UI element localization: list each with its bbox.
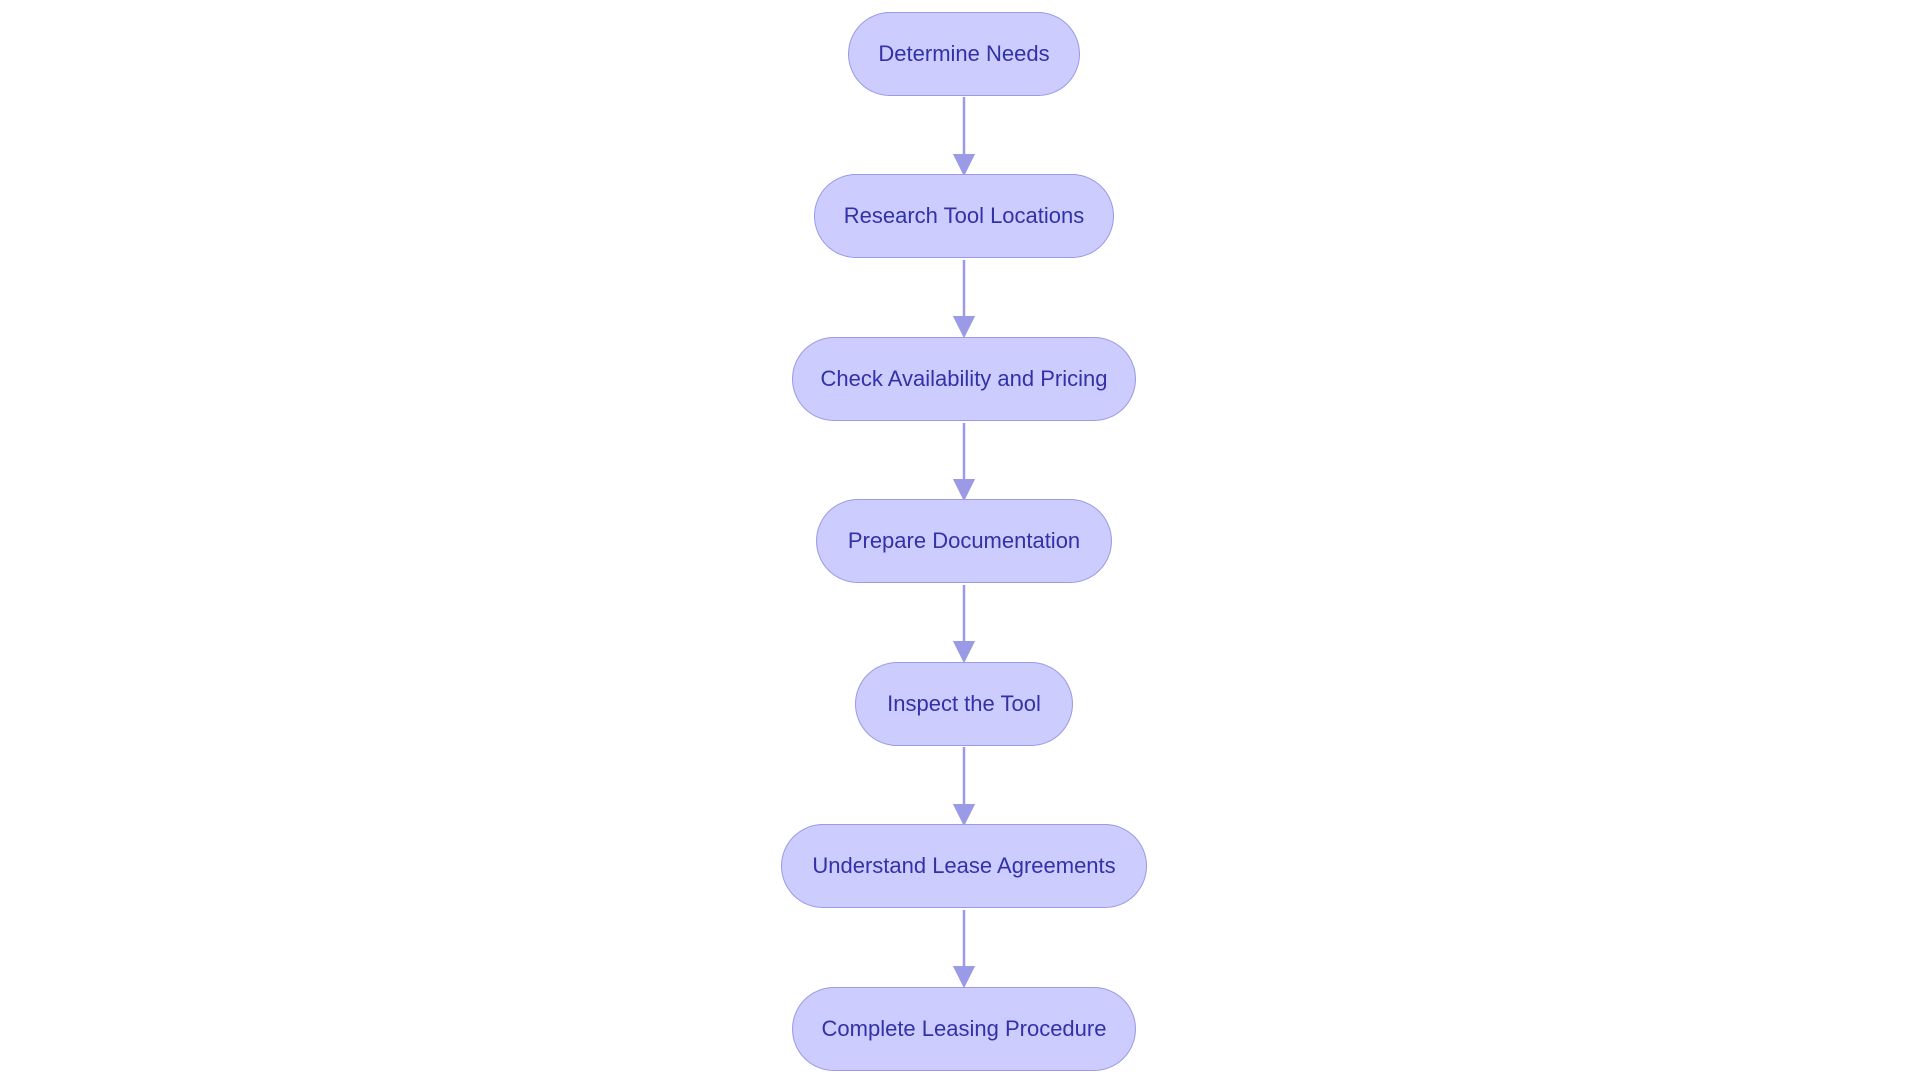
step-label: Prepare Documentation	[847, 528, 1081, 553]
step-research-tool-locations[interactable]: Research Tool Locations	[814, 174, 1114, 258]
step-label: Research Tool Locations	[843, 203, 1085, 228]
step-label: Check Availability and Pricing	[820, 366, 1108, 391]
step-label: Inspect the Tool	[887, 691, 1041, 716]
step-inspect-the-tool[interactable]: Inspect the Tool	[855, 662, 1073, 746]
step-label: Understand Lease Agreements	[812, 853, 1116, 878]
step-determine-needs[interactable]: Determine Needs	[848, 12, 1080, 96]
step-label: Complete Leasing Procedure	[821, 1016, 1107, 1041]
step-label: Determine Needs	[878, 41, 1050, 66]
step-understand-lease-agreements[interactable]: Understand Lease Agreements	[781, 824, 1147, 908]
step-complete-leasing-procedure[interactable]: Complete Leasing Procedure	[792, 987, 1136, 1071]
step-prepare-documentation[interactable]: Prepare Documentation	[816, 499, 1112, 583]
step-check-availability-and-pricing[interactable]: Check Availability and Pricing	[792, 337, 1136, 421]
